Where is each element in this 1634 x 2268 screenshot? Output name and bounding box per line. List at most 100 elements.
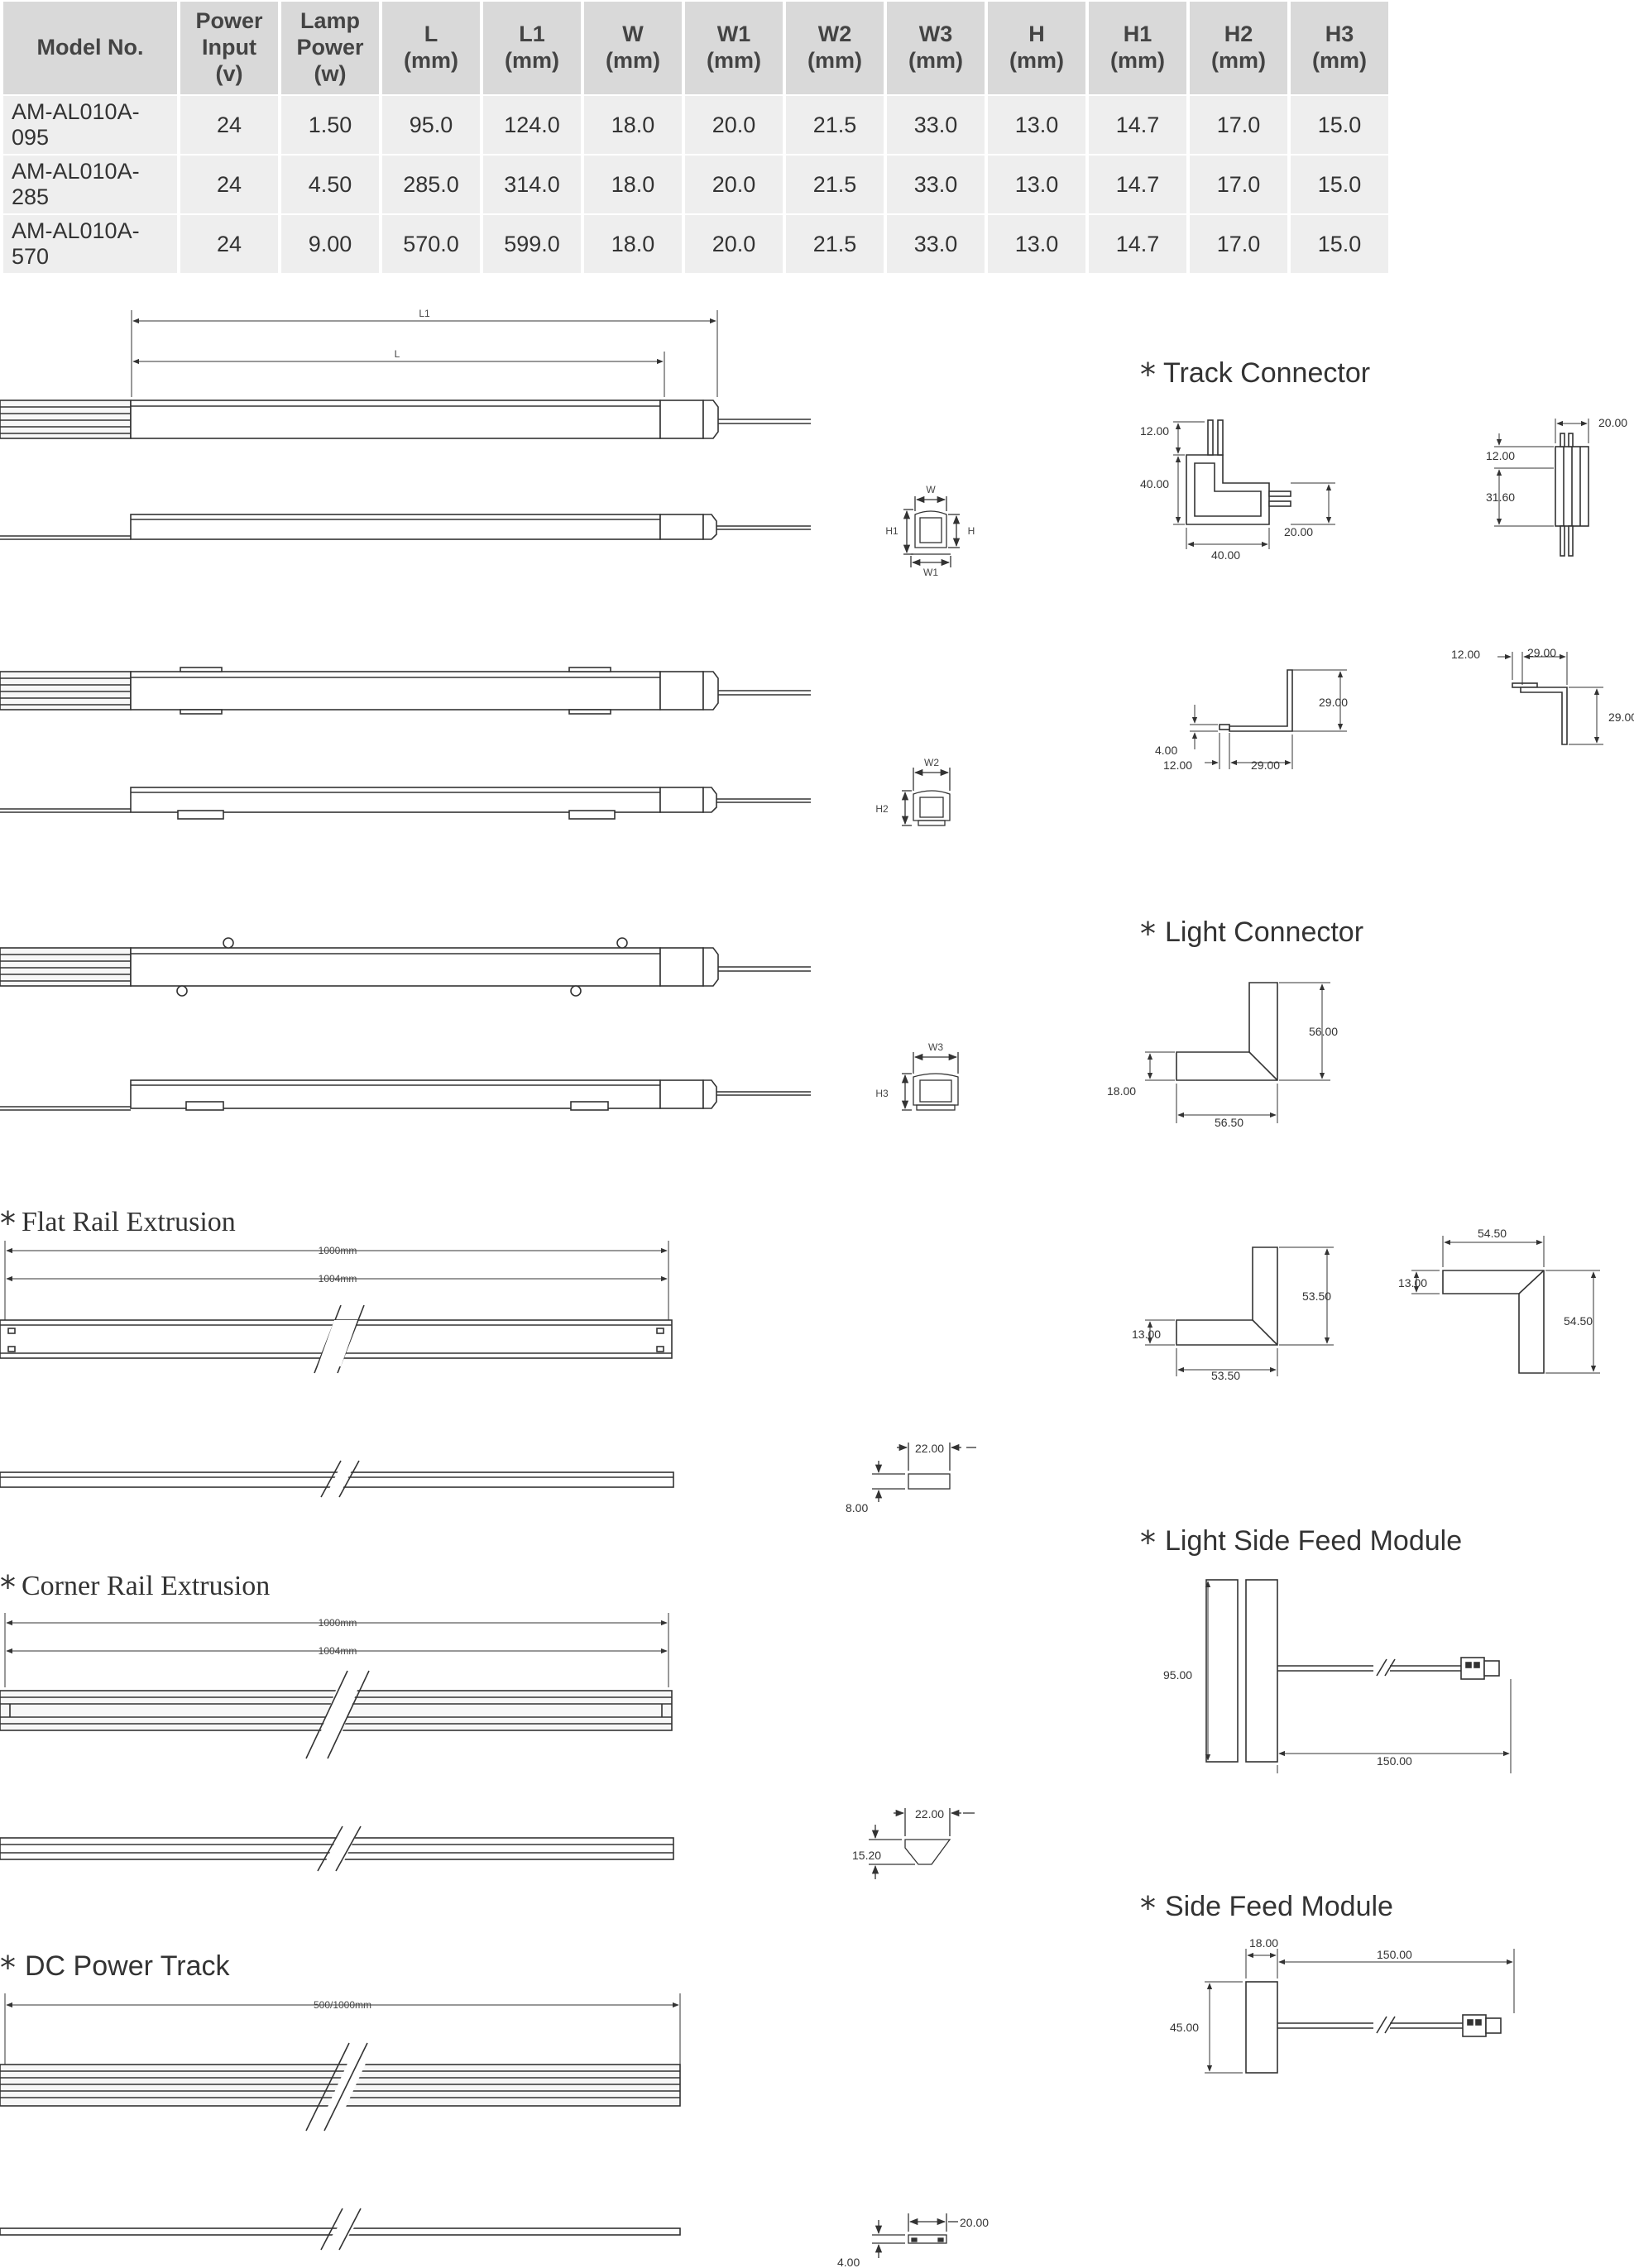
- col-model: Model No.: [3, 2, 177, 94]
- dc-track-profile-4: 4.00: [837, 2256, 860, 2268]
- dc-track-star: *: [0, 1950, 16, 1986]
- col-w3: W3(mm): [887, 2, 985, 94]
- col-h1: H1(mm): [1089, 2, 1186, 94]
- col-w2: W2(mm): [786, 2, 884, 94]
- sf-dim-45: 45.00: [1170, 2021, 1199, 2034]
- table-row: AM-AL010A-570 24 9.00 570.0 599.0 18.0 2…: [3, 215, 1388, 273]
- light-connector-dims-c: [1411, 1236, 1600, 1374]
- table-cell: 17.0: [1190, 96, 1287, 154]
- track-connector-dims-a: [1173, 421, 1335, 549]
- tc-a-dim-12: 12.00: [1140, 424, 1169, 438]
- track-connector-drawing-a: [1186, 419, 1291, 525]
- light-side-feed-drawing: [1205, 1579, 1500, 1763]
- tc-c-dim-12: 12.00: [1163, 758, 1192, 772]
- lamp-drawing-3: [0, 667, 811, 715]
- table-cell: 21.5: [786, 156, 884, 213]
- table-cell: 17.0: [1190, 215, 1287, 273]
- lsf-dim-150: 150.00: [1377, 1754, 1412, 1768]
- light-connector-star: *: [1140, 916, 1156, 952]
- lamp-dim-lines: [131, 310, 718, 397]
- lsf-dim-95: 95.00: [1163, 1668, 1192, 1682]
- corner-rail-profile-22: 22.00: [915, 1807, 944, 1821]
- track-connector-drawing-d: [1512, 682, 1568, 745]
- lamp-drawing-2: [0, 514, 811, 540]
- lamp-profile-3: [901, 1052, 959, 1111]
- table-cell: 33.0: [887, 156, 985, 213]
- table-cell: 24: [180, 156, 278, 213]
- light-connector-dims-a: [1145, 982, 1330, 1123]
- corner-rail-dim-1000: 1000mm: [319, 1617, 357, 1629]
- track-connector-dims-d: [1497, 652, 1603, 745]
- lc-b-dim-535v: 53.50: [1302, 1290, 1331, 1303]
- table-row: AM-AL010A-095 24 1.50 95.0 124.0 18.0 20…: [3, 96, 1388, 154]
- flat-rail-dim-1000: 1000mm: [319, 1245, 357, 1256]
- corner-rail-drawing-side: [0, 1825, 674, 1872]
- lc-b-dim-13: 13.00: [1132, 1328, 1161, 1341]
- col-w: W(mm): [584, 2, 682, 94]
- flat-rail-profile: [872, 1443, 976, 1502]
- track-connector-dims-c: [1190, 669, 1347, 769]
- light-side-feed-star: *: [1140, 1524, 1156, 1561]
- table-cell: 13.0: [988, 96, 1085, 154]
- profile1-h: H: [968, 525, 975, 537]
- side-feed-star: *: [1140, 1890, 1156, 1926]
- dc-track-dim-500: 500/1000mm: [314, 1999, 371, 2011]
- table-cell: 13.0: [988, 156, 1085, 213]
- col-w1: W1(mm): [685, 2, 783, 94]
- dc-track-drawing-side: [0, 2208, 681, 2251]
- profile3-h3: H3: [875, 1088, 889, 1099]
- corner-rail-drawing-top: [0, 1670, 673, 1759]
- dc-track-title: DC Power Track: [25, 1950, 230, 1982]
- tc-b-dim-20: 20.00: [1598, 416, 1627, 429]
- light-connector-drawing-b: [1176, 1246, 1278, 1346]
- tc-a-dim-20: 20.00: [1284, 525, 1313, 538]
- track-connector-dims-b: [1494, 419, 1589, 527]
- profile1-h1: H1: [885, 525, 898, 537]
- tc-d-dim-12: 12.00: [1451, 648, 1480, 661]
- flat-rail-star: *: [0, 1205, 16, 1242]
- col-h3: H3(mm): [1291, 2, 1388, 94]
- table-cell: 4.50: [281, 156, 379, 213]
- table-cell: 24: [180, 96, 278, 154]
- tc-c-dim-29v: 29.00: [1319, 696, 1348, 709]
- sf-dim-150: 150.00: [1377, 1948, 1412, 1961]
- track-connector-title: Track Connector: [1163, 357, 1370, 389]
- cell-model: AM-AL010A-095: [3, 96, 177, 154]
- tc-b-dim-31: 31.60: [1486, 490, 1515, 504]
- track-connector-drawing-c: [1219, 669, 1293, 732]
- lc-b-dim-535h: 53.50: [1211, 1369, 1240, 1382]
- table-cell: 15.0: [1291, 156, 1388, 213]
- table-cell: 20.0: [685, 96, 783, 154]
- cell-model: AM-AL010A-285: [3, 156, 177, 213]
- lc-a-dim-565: 56.50: [1215, 1116, 1243, 1129]
- col-l1: L1(mm): [483, 2, 581, 94]
- lamp-profile-1: [903, 495, 961, 567]
- col-l: L(mm): [382, 2, 480, 94]
- lamp-drawing-4: [0, 787, 811, 820]
- tc-d-dim-29v: 29.00: [1608, 711, 1634, 724]
- lc-c-dim-545h: 54.50: [1478, 1227, 1507, 1240]
- tc-c-dim-4: 4.00: [1155, 744, 1177, 757]
- corner-rail-profile: [869, 1808, 975, 1879]
- dc-track-drawing-top: [0, 2042, 681, 2132]
- table-cell: 24: [180, 215, 278, 273]
- light-connector-dims-b: [1145, 1246, 1334, 1376]
- table-cell: 17.0: [1190, 156, 1287, 213]
- corner-rail-dims: [4, 1613, 669, 1687]
- lc-c-dim-13: 13.00: [1398, 1276, 1427, 1290]
- profile1-w: W: [926, 484, 936, 495]
- profile2-h2: H2: [875, 803, 889, 815]
- table-cell: 18.0: [584, 215, 682, 273]
- light-side-feed-title: Light Side Feed Module: [1165, 1525, 1462, 1557]
- track-connector-drawing-b: [1555, 433, 1589, 557]
- table-cell: 21.5: [786, 215, 884, 273]
- table-cell: 20.0: [685, 215, 783, 273]
- lamp-profile-2: [901, 768, 951, 826]
- sf-dim-18: 18.00: [1249, 1936, 1278, 1950]
- cell-model: AM-AL010A-570: [3, 215, 177, 273]
- light-connector-drawing-a: [1176, 982, 1278, 1081]
